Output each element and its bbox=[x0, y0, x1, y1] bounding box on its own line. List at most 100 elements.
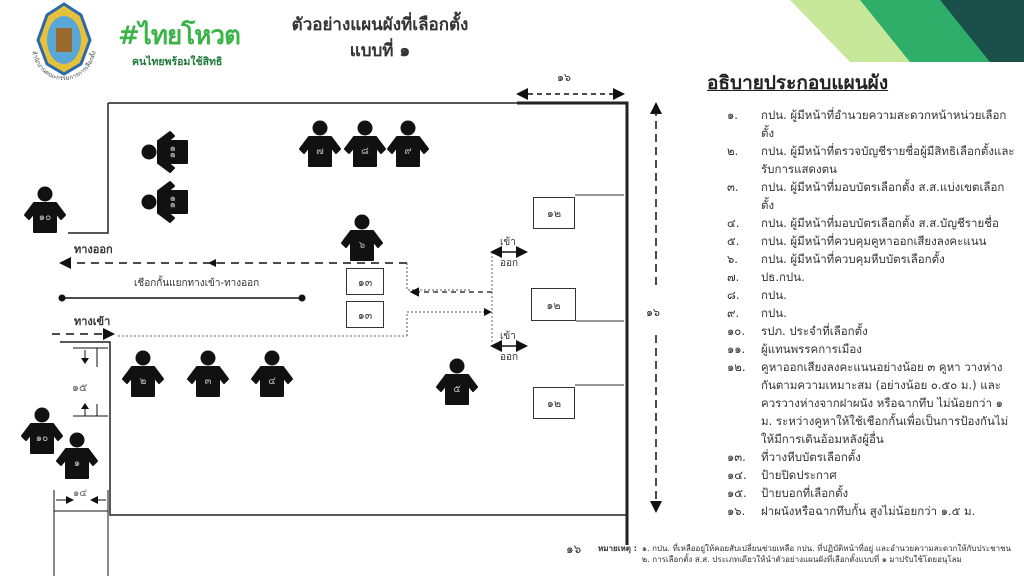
person-icon: ๘ bbox=[341, 120, 389, 168]
legend-item: ๑๔. ป้ายปิดประกาศ bbox=[727, 466, 1017, 484]
legend-item: ๖.กปน. ผู้มีหน้าที่ควบคุมหีบบัตรเลือกตั้… bbox=[727, 250, 1017, 268]
legend-item-number: ๑๓. bbox=[727, 450, 746, 464]
legend-item-text: กปน. bbox=[761, 288, 787, 302]
sign-announce-label: ๑๔ bbox=[73, 488, 87, 499]
legend-item: ๑๓. ที่วางหีบบัตรเลือกตั้ง bbox=[727, 448, 1017, 466]
person-figure bbox=[344, 120, 386, 167]
legend-item-number: ๕. bbox=[727, 234, 740, 248]
legend-item-text: กปน. ผู้มีหน้าที่มอบบัตรเลือกตั้ง ส.ส.แบ… bbox=[761, 180, 1005, 212]
legend-item-number: ๙. bbox=[727, 306, 740, 320]
person-number: ๕ bbox=[453, 384, 461, 395]
legend-item-text: ที่วางหีบบัตรเลือกตั้ง bbox=[761, 450, 861, 464]
legend-item-text: กปน. ผู้มีหน้าที่อำนวยความสะดวกหน้าหน่วย… bbox=[761, 108, 1007, 140]
person-figure bbox=[299, 120, 341, 167]
person-icon: ๕ bbox=[433, 358, 481, 406]
ballot-box-stand: ๑๓ bbox=[346, 268, 384, 295]
legend-item-text: ผู้แทนพรรคการเมือง bbox=[761, 342, 862, 356]
footnote-wall-marker: ๑๖ bbox=[566, 542, 582, 556]
legend-item-text: กปน. ผู้มีหน้าที่ตรวจบัญชีรายชื่อผู้มีสิ… bbox=[761, 144, 1015, 176]
out-label-upper: ออก bbox=[500, 258, 519, 269]
entry-label: ทางเข้า bbox=[74, 315, 111, 328]
sign-station-label: ๑๕ bbox=[72, 381, 88, 394]
legend-item: ๑๖.ฝาผนังหรือฉากทึบกั้น สูงไม่น้อยกว่า ๑… bbox=[727, 502, 1017, 520]
person-number: ๔ bbox=[268, 376, 276, 387]
person-number: ๑๑ bbox=[167, 195, 178, 209]
title-line-2: แบบที่ ๑ bbox=[349, 41, 411, 61]
person-figure bbox=[187, 350, 229, 397]
person-icon: ๓ bbox=[184, 350, 232, 398]
legend-item-number: ๗. bbox=[727, 270, 740, 284]
person-icon: ๔ bbox=[248, 350, 296, 398]
legend-item-number: ๑๒. bbox=[727, 360, 746, 374]
person-number: ๗ bbox=[316, 146, 324, 157]
person-number: ๘ bbox=[361, 146, 369, 157]
legend-title: อธิบายประกอบแผนผัง bbox=[707, 72, 889, 94]
corner-decoration bbox=[790, 0, 1024, 62]
person-number: ๑๐ bbox=[35, 433, 49, 444]
legend-item-number: ๑๕. bbox=[727, 486, 747, 500]
person-icon: ๑ bbox=[53, 432, 101, 480]
legend-item-text: ฝาผนังหรือฉากทึบกั้น สูงไม่น้อยกว่า ๑.๕ … bbox=[761, 504, 976, 518]
person-icon: ๖ bbox=[338, 214, 386, 262]
person-figure bbox=[141, 131, 188, 173]
legend-item-number: ๑. bbox=[727, 108, 738, 122]
person-icon: ๑๐ bbox=[21, 186, 69, 234]
legend-item: ๑. กปน. ผู้มีหน้าที่อำนวยความสะดวกหน้าหน่… bbox=[727, 106, 1017, 142]
floor-plan bbox=[52, 88, 662, 576]
person-figure bbox=[56, 432, 98, 479]
legend-item: ๔.กปน. ผู้มีหน้าที่มอบบัตรเลือกตั้ง ส.ส.… bbox=[727, 214, 1017, 232]
legend-item: ๑๐. รปภ. ประจำที่เลือกตั้ง bbox=[727, 322, 1017, 340]
person-figure bbox=[341, 214, 383, 261]
walls bbox=[60, 101, 629, 545]
person-icon: ๑๐ bbox=[18, 407, 66, 455]
person-figure bbox=[387, 120, 429, 167]
person-figure bbox=[251, 350, 293, 397]
person-icon: ๗ bbox=[296, 120, 344, 168]
footnote-label: หมายเหตุ : bbox=[598, 544, 637, 553]
legend-item-text: กปน. bbox=[761, 306, 787, 320]
voting-booth: ๑๒ bbox=[531, 288, 576, 321]
person-icon: ๑๑ bbox=[141, 178, 189, 226]
campaign-tagline: คนไทยพร้อมใช้สิทธิ bbox=[132, 56, 223, 68]
legend-item-text: ป้ายบอกที่เลือกตั้ง bbox=[761, 486, 849, 500]
legend-item-number: ๑๐. bbox=[727, 324, 745, 338]
legend-item-number: ๒. bbox=[727, 144, 739, 158]
title-line-1: ตัวอย่างแผนผังที่เลือกตั้ง bbox=[291, 15, 469, 35]
in-label-upper: เข้า bbox=[500, 237, 516, 248]
person-number: ๙ bbox=[404, 146, 412, 157]
legend-item: ๑๑. ผู้แทนพรรคการเมือง bbox=[727, 340, 1017, 358]
person-number: ๒ bbox=[139, 376, 147, 387]
page-title: ตัวอย่างแผนผังที่เลือกตั้ง แบบที่ ๑ bbox=[265, 12, 495, 64]
person-number: ๑๐ bbox=[38, 212, 52, 223]
legend-item-text: รปภ. ประจำที่เลือกตั้ง bbox=[761, 324, 868, 338]
rope-label: เชือกกั้นแยกทางเข้า-ทางออก bbox=[134, 278, 260, 289]
legend-item-number: ๖. bbox=[727, 252, 738, 266]
wall-marker-top: ๑๖ bbox=[557, 71, 571, 84]
legend-list: ๑. กปน. ผู้มีหน้าที่อำนวยความสะดวกหน้าหน่… bbox=[727, 106, 1017, 520]
legend-item-number: ๔. bbox=[727, 216, 740, 230]
wall-marker-right: ๑๖ bbox=[646, 306, 660, 319]
person-number: ๑ bbox=[73, 458, 81, 469]
footnote: ๑๖ หมายเหตุ : ๑. กปน. ที่เหลืออยู่ให้คอย… bbox=[566, 540, 1022, 565]
person-number: ๓ bbox=[204, 376, 212, 387]
campaign-hashtag: #ไทยโหวต bbox=[118, 21, 241, 51]
legend-item-text: ป้ายปิดประกาศ bbox=[761, 468, 837, 482]
ect-logo: สำนักงานคณะกรรมการการเลือกตั้ง bbox=[30, 2, 98, 82]
legend-item-text: กปน. ผู้มีหน้าที่ควบคุมคูหาออกเสียงลงคะแ… bbox=[761, 234, 987, 248]
legend-item: ๑๒. คูหาออกเสียงลงคะแนนอย่างน้อย ๓ คูหา ว… bbox=[727, 358, 1017, 448]
legend-item: ๙. กปน. bbox=[727, 304, 1017, 322]
legend-item-number: ๑๔. bbox=[727, 468, 747, 482]
legend-item: ๗. ปธ.กปน. bbox=[727, 268, 1017, 286]
legend-item-text: คูหาออกเสียงลงคะแนนอย่างน้อย ๓ คูหา วางห… bbox=[761, 360, 1009, 446]
person-figure bbox=[24, 186, 66, 233]
person-icon: ๑๑ bbox=[141, 128, 189, 176]
legend-item: ๓.กปน. ผู้มีหน้าที่มอบบัตรเลือกตั้ง ส.ส.… bbox=[727, 178, 1017, 214]
footnote-line-1: ๑. กปน. ที่เหลืออยู่ให้คอยสับเปลี่ยนช่วย… bbox=[641, 544, 1011, 553]
voting-booth: ๑๒ bbox=[533, 197, 575, 229]
person-figure bbox=[21, 407, 63, 454]
legend-item: ๘.กปน. bbox=[727, 286, 1017, 304]
legend-item-text: ปธ.กปน. bbox=[761, 270, 805, 284]
person-figure bbox=[436, 358, 478, 405]
legend-item: ๕. กปน. ผู้มีหน้าที่ควบคุมคูหาออกเสียงลงค… bbox=[727, 232, 1017, 250]
legend-item-number: ๑๑. bbox=[727, 342, 746, 356]
